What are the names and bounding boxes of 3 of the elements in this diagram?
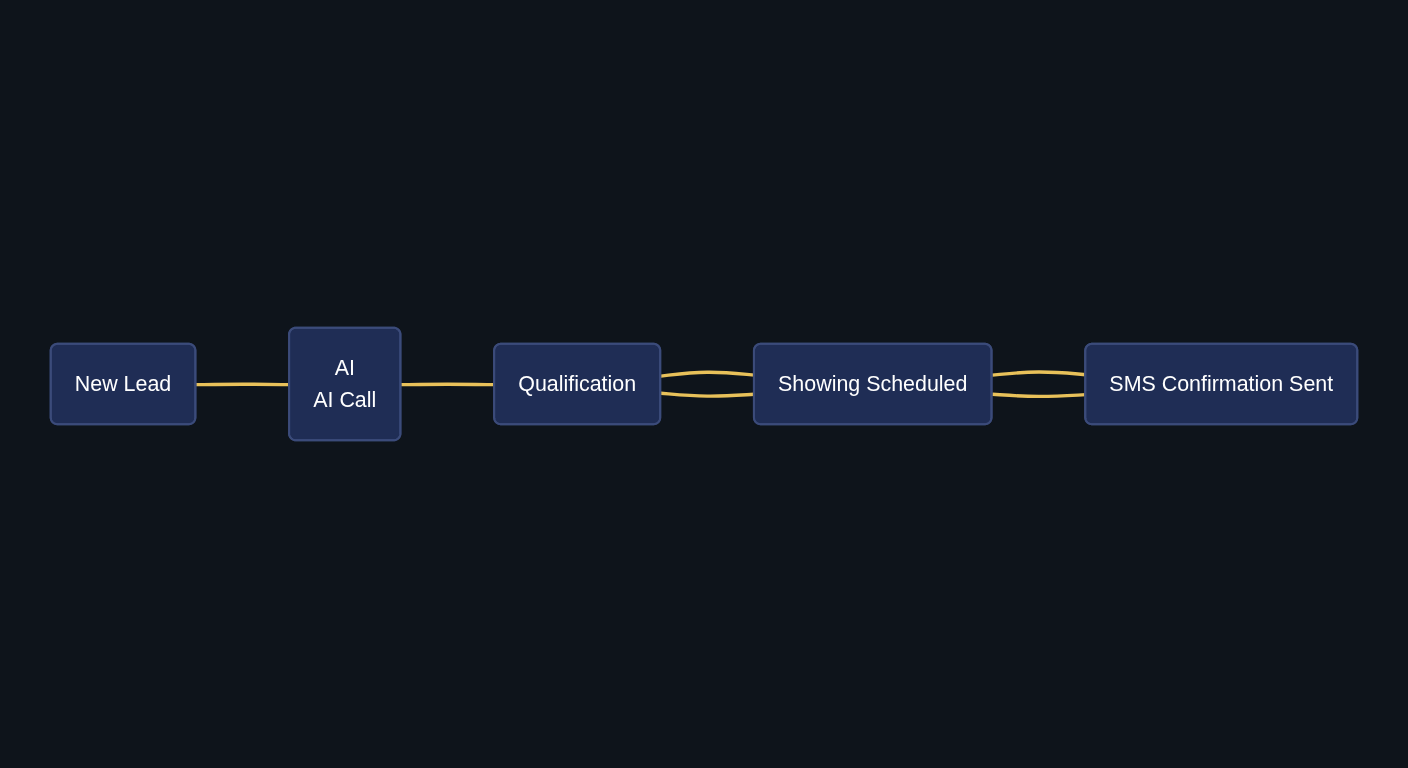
connector bbox=[196, 382, 290, 387]
connector bbox=[992, 392, 1086, 399]
connector bbox=[401, 382, 495, 387]
